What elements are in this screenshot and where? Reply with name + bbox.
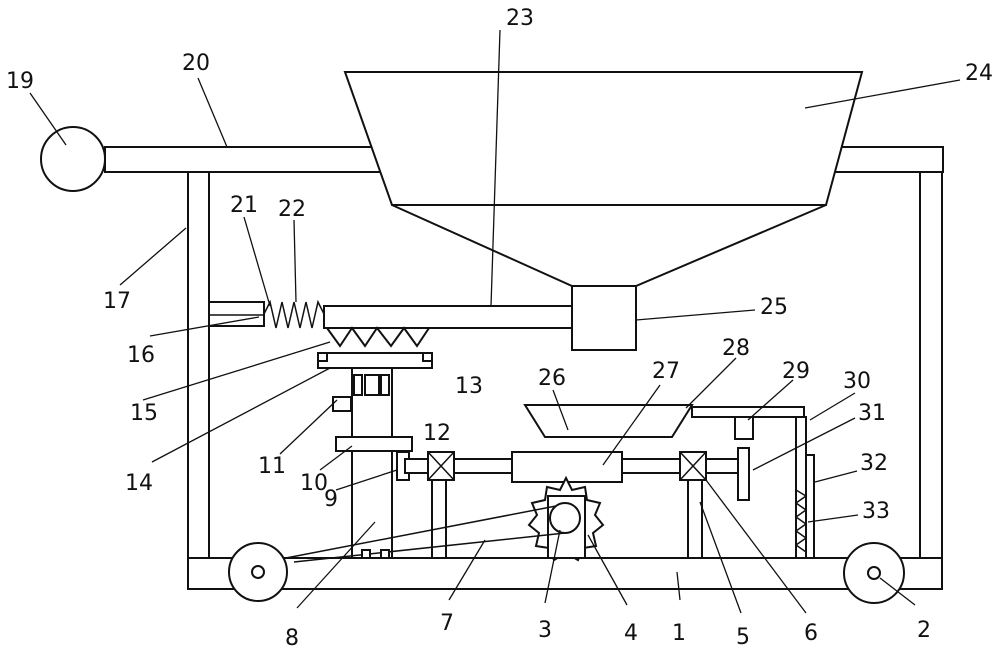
outlet-block — [571, 285, 637, 351]
left-wheel — [228, 542, 288, 602]
callout-14: 14 — [125, 471, 153, 496]
collection-bowl — [523, 404, 694, 438]
support-left — [431, 479, 447, 559]
base-plate — [187, 557, 943, 590]
disc-10 — [335, 436, 413, 452]
right-frame-post — [919, 171, 943, 561]
callout-30: 30 — [843, 369, 871, 394]
callout-31: 31 — [858, 401, 886, 426]
callout-16: 16 — [127, 343, 155, 368]
callout-11: 11 — [258, 454, 286, 479]
callout-20: 20 — [182, 51, 210, 76]
hopper-upper — [343, 71, 864, 206]
callout-28: 28 — [722, 336, 750, 361]
left-top-wheel — [40, 126, 106, 192]
spring — [263, 299, 325, 329]
callout-4: 4 — [624, 621, 638, 646]
callout-8: 8 — [285, 626, 299, 651]
receiving-tray — [317, 352, 433, 369]
callout-24: 24 — [965, 61, 993, 86]
callout-19: 19 — [6, 69, 34, 94]
callout-33: 33 — [862, 499, 890, 524]
callout-10: 10 — [300, 471, 328, 496]
guide-sleeve — [208, 301, 265, 327]
callout-17: 17 — [103, 289, 131, 314]
pipe-28 — [691, 406, 805, 418]
callout-27: 27 — [652, 359, 680, 384]
callout-22: 22 — [278, 197, 306, 222]
knob-11 — [332, 396, 352, 412]
disc-31 — [737, 447, 750, 501]
callout-6: 6 — [804, 621, 818, 646]
pulley — [549, 502, 581, 534]
callout-13: 13 — [455, 374, 483, 399]
right-wheel — [843, 542, 905, 604]
hopper-lower — [391, 204, 827, 287]
spring-33 — [794, 489, 808, 553]
callout-3: 3 — [538, 618, 552, 643]
callout-labels: 1 2 3 4 5 6 7 8 9 10 11 12 13 14 15 16 1… — [6, 6, 993, 651]
valve-29 — [734, 416, 754, 440]
callout-1: 1 — [672, 621, 686, 646]
callout-2: 2 — [917, 618, 931, 643]
callout-5: 5 — [736, 625, 750, 650]
cone-blades — [325, 326, 431, 348]
left-frame-post — [187, 171, 210, 561]
callout-15: 15 — [130, 401, 158, 426]
belt — [285, 505, 566, 563]
callout-25: 25 — [760, 295, 788, 320]
callout-26: 26 — [538, 366, 566, 391]
spring-housing — [805, 454, 815, 559]
callout-21: 21 — [230, 193, 258, 218]
gearbox — [511, 451, 623, 483]
callout-9: 9 — [324, 487, 338, 512]
leader-lines — [29, 29, 961, 614]
callout-23: 23 — [506, 6, 534, 31]
support-right — [687, 479, 703, 559]
callout-12: 12 — [423, 421, 451, 446]
vertical-shaft — [351, 367, 393, 559]
callout-32: 32 — [860, 451, 888, 476]
callout-29: 29 — [782, 359, 810, 384]
callout-7: 7 — [440, 611, 454, 636]
